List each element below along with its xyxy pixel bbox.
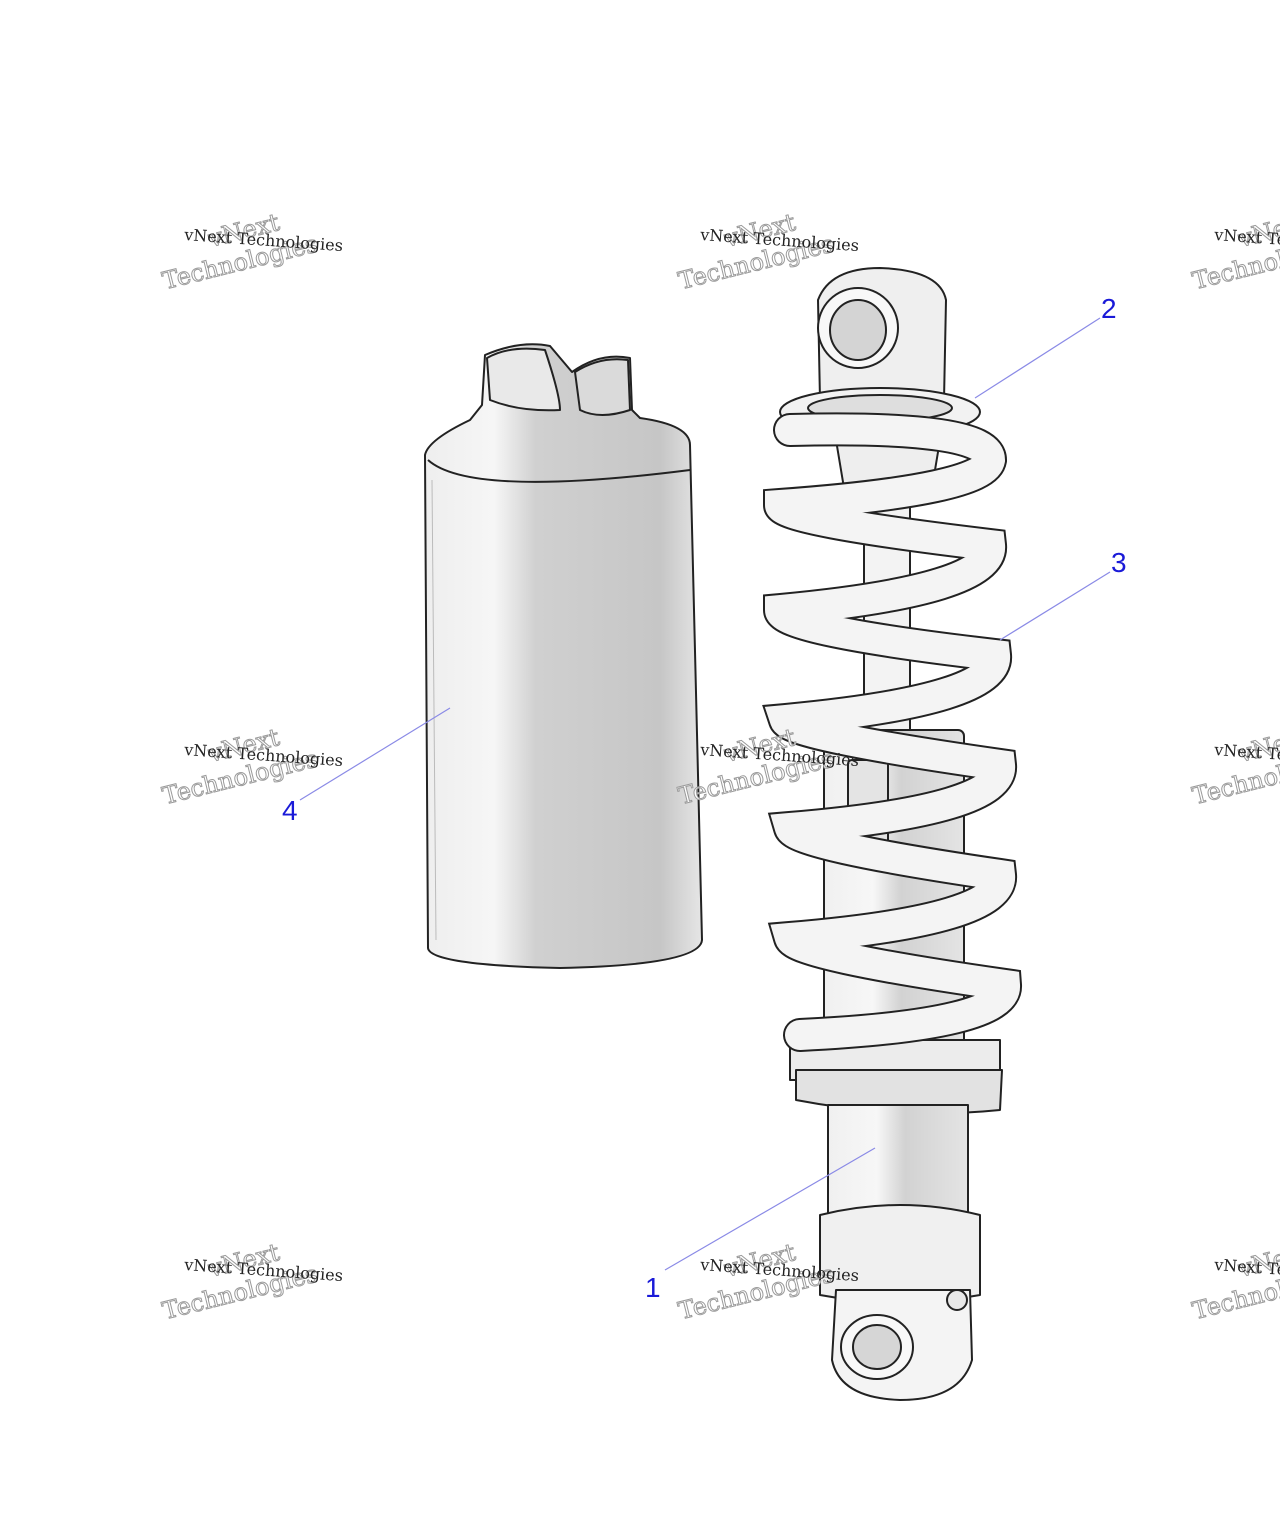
leader-line-4 [299, 707, 451, 801]
shock-cover-part [424, 343, 703, 969]
leader-line-2 [974, 317, 1101, 399]
callout-2[interactable]: 2 [1101, 293, 1117, 324]
callout-1[interactable]: 1 [645, 1272, 661, 1303]
leader-line-3 [999, 571, 1111, 641]
watermark-bottom-right: vNext Technologies [1189, 1238, 1280, 1326]
coil-spring-part [761, 412, 1022, 1052]
callout-4[interactable]: 4 [282, 795, 298, 826]
watermark-top-right: vNext Technologies [1189, 208, 1280, 296]
leader-line-1 [664, 1147, 876, 1271]
watermark-bottom-center: vNext Technologies [675, 1238, 837, 1326]
callout-3[interactable]: 3 [1111, 547, 1127, 578]
watermark-mid-right: vNext Technologies [1189, 723, 1280, 811]
